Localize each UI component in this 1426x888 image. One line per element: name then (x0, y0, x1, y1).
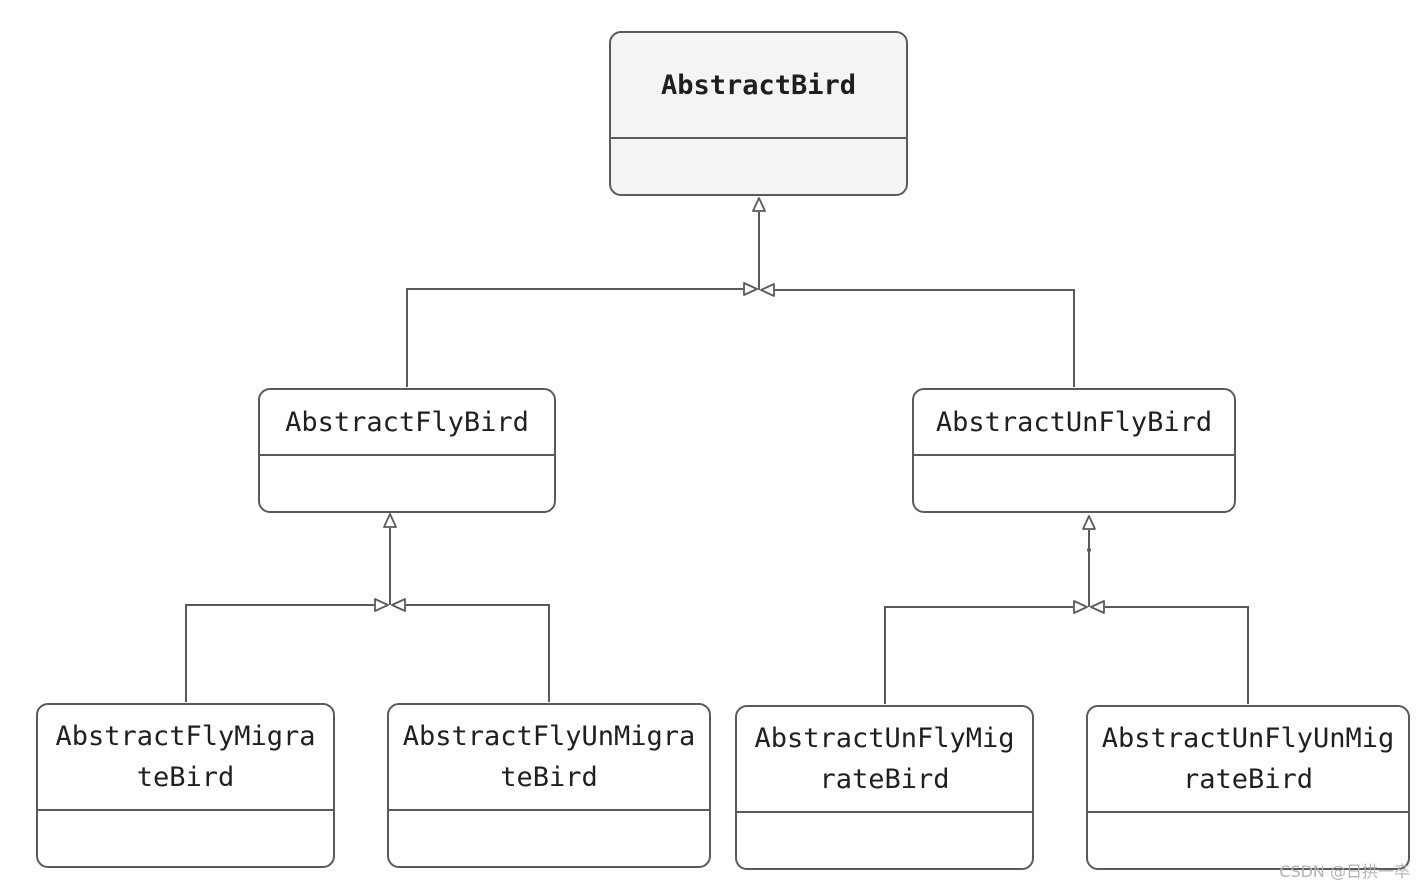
class-members (914, 456, 1234, 511)
class-members (611, 139, 906, 194)
junction-dot (1087, 548, 1091, 552)
class-name: AbstractUnFlyUnMig rateBird (1088, 707, 1408, 813)
edge-flymigrate-to-flybird (185, 604, 374, 702)
hollow-triangle-arrowhead (383, 513, 397, 528)
edge-flybird-to-bird (406, 288, 743, 387)
class-name: AbstractUnFlyBird (914, 390, 1234, 456)
hollow-triangle-arrowhead (391, 598, 406, 612)
class-members (737, 813, 1032, 868)
class-abstract-unfly-unmigrate-bird[interactable]: AbstractUnFlyUnMig rateBird (1086, 705, 1410, 870)
class-members (260, 456, 554, 511)
edge-unflyunmigrate-to-unflybird (1105, 606, 1249, 704)
watermark: CSDN @日拱一卒 (1279, 862, 1410, 881)
class-abstract-fly-migrate-bird[interactable]: AbstractFlyMigra teBird (36, 703, 335, 868)
class-members (389, 811, 709, 866)
class-abstract-fly-bird[interactable]: AbstractFlyBird (258, 388, 556, 513)
edge-unflymigrate-to-unflybird (884, 606, 1073, 704)
class-name: AbstractBird (611, 33, 906, 139)
hollow-triangle-arrowhead (743, 282, 758, 296)
class-name: AbstractFlyUnMigra teBird (389, 705, 709, 811)
class-abstract-fly-unmigrate-bird[interactable]: AbstractFlyUnMigra teBird (387, 703, 711, 868)
class-abstract-bird[interactable]: AbstractBird (609, 31, 908, 196)
hollow-triangle-arrowhead (1073, 600, 1088, 614)
class-name: AbstractFlyMigra teBird (38, 705, 333, 811)
hollow-triangle-arrowhead (752, 197, 766, 212)
class-members (38, 811, 333, 866)
class-abstract-unfly-migrate-bird[interactable]: AbstractUnFlyMig rateBird (735, 705, 1034, 870)
edge-flyunmigrate-to-flybird (406, 604, 550, 702)
class-abstract-unfly-bird[interactable]: AbstractUnFlyBird (912, 388, 1236, 513)
edge-unflybird-to-bird (775, 289, 1075, 387)
hollow-triangle-arrowhead (1082, 515, 1096, 530)
hollow-triangle-arrowhead (1090, 600, 1105, 614)
class-name: AbstractUnFlyMig rateBird (737, 707, 1032, 813)
hollow-triangle-arrowhead (760, 283, 775, 297)
hollow-triangle-arrowhead (374, 598, 389, 612)
class-name: AbstractFlyBird (260, 390, 554, 456)
